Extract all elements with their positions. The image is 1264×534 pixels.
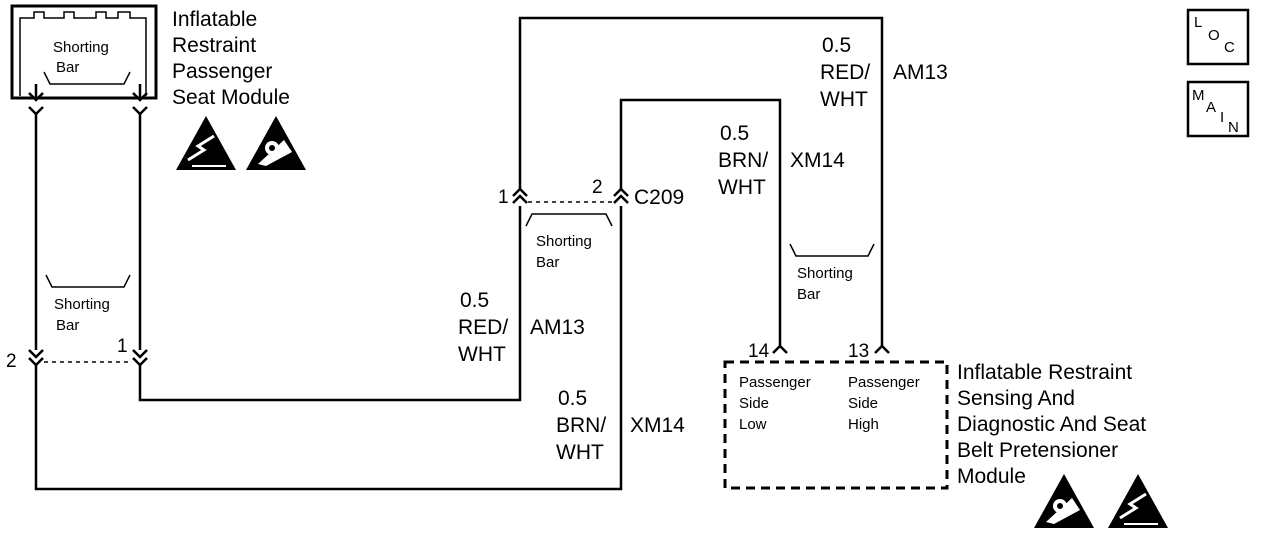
main-char-2: A <box>1206 99 1216 116</box>
sdm-module: 14 13 Passenger Side Low Passenger Side … <box>723 341 1146 490</box>
wire-red-wht-am13-lower <box>138 206 522 402</box>
c209-pin1-label: 1 <box>498 187 509 208</box>
left-connector-pin1 <box>132 349 148 367</box>
wire-brn-wht-xm14-upper <box>619 98 782 346</box>
sdm-shorting-label-1: Shorting <box>797 265 853 282</box>
main-button[interactable]: M A I N <box>1186 80 1250 138</box>
seat-module-shorting-label-1: Shorting <box>53 39 109 56</box>
sdm-title-4: Belt Pretensioner <box>957 439 1118 462</box>
c209-shorting-label-2: Bar <box>536 254 559 271</box>
left-shorting-label-2: Bar <box>56 317 79 334</box>
wire-red-upper-gauge: 0.5 <box>822 34 851 57</box>
seat-module-title-1: Inflatable <box>172 8 257 31</box>
sdm-pin13-desc-1: Passenger <box>848 374 920 391</box>
loc-char-2: O <box>1208 27 1220 44</box>
sdm-title-5: Module <box>957 465 1026 488</box>
sdm-title-1: Inflatable Restraint <box>957 361 1132 384</box>
left-connector-pin1-label: 1 <box>117 336 128 357</box>
esd-sensitive-icon <box>176 116 236 170</box>
airbag-caution-icon <box>1034 474 1094 528</box>
left-connector-pin2 <box>28 349 44 367</box>
left-shorting-bar <box>45 274 131 288</box>
sdm-title-3: Diagnostic And Seat <box>957 413 1146 436</box>
wire-brn-bottom-color-1: BRN/ <box>556 414 606 437</box>
seat-module-title-2: Restraint <box>172 34 256 57</box>
sdm-shorting-bar <box>789 243 875 257</box>
sdm-pin13-terminal <box>874 344 890 354</box>
seat-module-inner-outline <box>19 11 147 96</box>
wire-red-left-color-1: RED/ <box>458 316 508 339</box>
passenger-seat-module: Shorting Bar Inflatable Restraint Passen… <box>10 4 290 109</box>
wire-red-left-circuit: AM13 <box>530 316 585 339</box>
seat-module-title-3: Passenger <box>172 60 272 83</box>
c209-pin2-label: 2 <box>592 177 603 198</box>
wire-red-left-gauge: 0.5 <box>460 289 489 312</box>
wire-brn-bottom-color-2: WHT <box>556 441 604 464</box>
sdm-title-2: Sensing And <box>957 387 1075 410</box>
airbag-caution-icon <box>246 116 306 170</box>
loc-char-1: L <box>1194 14 1202 31</box>
left-connector-pin2-label: 2 <box>6 351 17 372</box>
c209-shorting-bar <box>525 213 613 227</box>
sdm-module-box <box>723 360 949 490</box>
esd-sensitive-icon <box>1108 474 1168 528</box>
sdm-pin13-desc-2: Side <box>848 395 878 412</box>
sdm-pin14-label: 14 <box>748 341 770 362</box>
main-char-4: N <box>1228 119 1239 136</box>
wire-brn-upper-circuit: XM14 <box>790 149 845 172</box>
loc-char-3: C <box>1224 39 1235 56</box>
c209-name: C209 <box>634 186 684 209</box>
wire-label-red-left: 0.5 RED/ WHT AM13 <box>458 289 585 366</box>
sdm-pin14-desc-1: Passenger <box>739 374 811 391</box>
loc-button[interactable]: L O C <box>1186 8 1250 66</box>
seat-module-shorting-bar <box>43 71 131 85</box>
wire-red-upper-circuit: AM13 <box>893 61 948 84</box>
wire-brn-wht-xm14-lower <box>34 206 623 491</box>
wire-brn-bottom-circuit: XM14 <box>630 414 685 437</box>
wire-brn-bottom-gauge: 0.5 <box>558 387 587 410</box>
wire-red-wht-am13-upper <box>518 16 884 346</box>
seat-module-box <box>10 4 158 100</box>
sdm-pin14-desc-3: Low <box>739 416 767 433</box>
left-shorting-label-1: Shorting <box>54 296 110 313</box>
seat-module-shorting-label-2: Bar <box>56 59 79 76</box>
c209-shorting-label-1: Shorting <box>536 233 592 250</box>
wire-label-brn-upper: 0.5 BRN/ WHT XM14 <box>718 122 845 199</box>
main-char-3: I <box>1220 109 1224 126</box>
c209-pin2 <box>613 187 629 204</box>
wire-brn-upper-color-2: WHT <box>718 176 766 199</box>
c209-pin1 <box>512 187 528 204</box>
wire-red-upper-color-1: RED/ <box>820 61 870 84</box>
sdm-pin14-desc-2: Side <box>739 395 769 412</box>
wire-label-red-upper: 0.5 RED/ WHT AM13 <box>820 34 948 111</box>
main-char-1: M <box>1192 87 1205 104</box>
sdm-pin14-terminal <box>772 344 788 354</box>
wire-brn-upper-color-1: BRN/ <box>718 149 768 172</box>
wire-red-upper-color-2: WHT <box>820 88 868 111</box>
seat-module-title-4: Seat Module <box>172 86 290 109</box>
wire-label-brn-bottom: 0.5 BRN/ WHT XM14 <box>556 387 685 464</box>
sdm-pin13-desc-3: High <box>848 416 879 433</box>
sdm-pin13-label: 13 <box>848 341 869 362</box>
wire-red-left-color-2: WHT <box>458 343 506 366</box>
sdm-shorting-label-2: Bar <box>797 286 820 303</box>
wire-brn-upper-gauge: 0.5 <box>720 122 749 145</box>
